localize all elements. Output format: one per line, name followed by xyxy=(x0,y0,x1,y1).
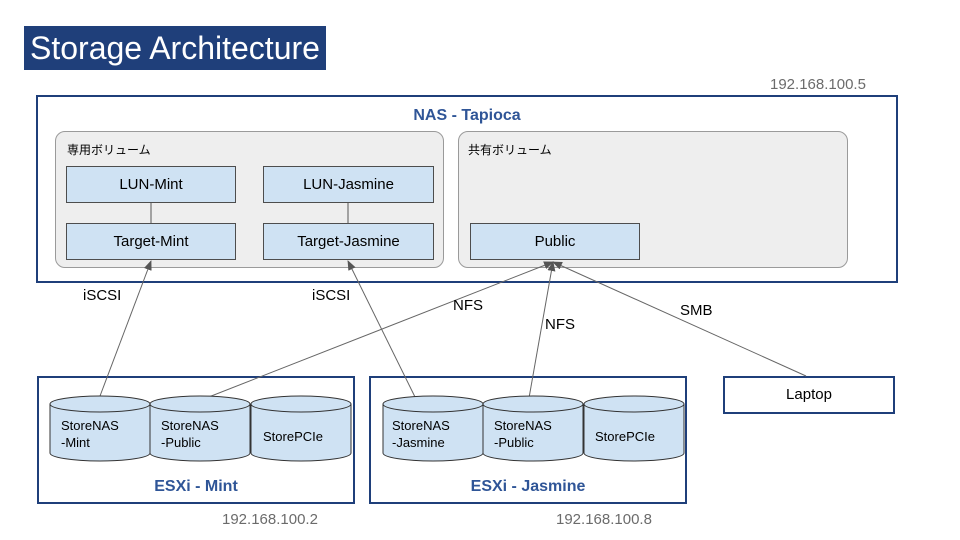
smb-label: SMB xyxy=(680,302,713,319)
disk-label-storenas-jasmine: StoreNAS-Jasmine xyxy=(392,418,450,450)
dedicated-volume-label: 専用ボリューム xyxy=(67,143,151,157)
disk-cylinder xyxy=(382,395,484,462)
nas-ip: 192.168.100.5 xyxy=(770,76,866,93)
disk-label-storepcie: StorePCIe xyxy=(263,429,323,444)
iscsi-jasmine-arrow xyxy=(347,260,417,400)
nfs-label-jasmine: NFS xyxy=(545,316,575,333)
nfs-jasmine-arrow xyxy=(528,261,556,399)
esxi-mint-ip: 192.168.100.2 xyxy=(222,511,318,528)
disk-cylinder xyxy=(250,395,352,462)
shared-volume-label: 共有ボリューム xyxy=(468,143,552,157)
iscsi-mint-arrow xyxy=(99,260,152,397)
disk-label-storenas-public: StoreNAS-Public xyxy=(494,418,552,450)
disk-label-storenas-public: StoreNAS-Public xyxy=(161,418,219,450)
iscsi-label-jasmine: iSCSI xyxy=(312,287,351,304)
disk-label-storepcie: StorePCIe xyxy=(595,429,655,444)
lun-mint-box[interactable]: LUN-Mint xyxy=(66,166,236,203)
page-title: Storage Architecture xyxy=(24,26,326,70)
esxi-jasmine-ip: 192.168.100.8 xyxy=(556,511,652,528)
esxi-jasmine-name: ESXi - Jasmine xyxy=(470,478,586,495)
target-jasmine-box[interactable]: Target-Jasmine xyxy=(263,223,434,260)
iscsi-label-mint: iSCSI xyxy=(83,287,122,304)
disk-cylinder xyxy=(49,395,151,462)
esxi-mint-name: ESXi - Mint xyxy=(154,478,238,495)
disk-cylinder xyxy=(149,395,251,462)
public-box[interactable]: Public xyxy=(470,223,640,260)
disk-cylinder xyxy=(482,395,584,462)
disk-label-storenas-mint: StoreNAS-Mint xyxy=(61,418,119,450)
laptop-box[interactable]: Laptop xyxy=(723,376,895,414)
disk-cylinder xyxy=(583,395,685,462)
lun-jasmine-box[interactable]: LUN-Jasmine xyxy=(263,166,434,203)
target-mint-box[interactable]: Target-Mint xyxy=(66,223,236,260)
nfs-mint-arrow xyxy=(195,261,554,403)
smb-arrow xyxy=(552,261,807,377)
nfs-label-mint: NFS xyxy=(453,297,483,314)
nas-name: NAS - Tapioca xyxy=(413,107,521,124)
